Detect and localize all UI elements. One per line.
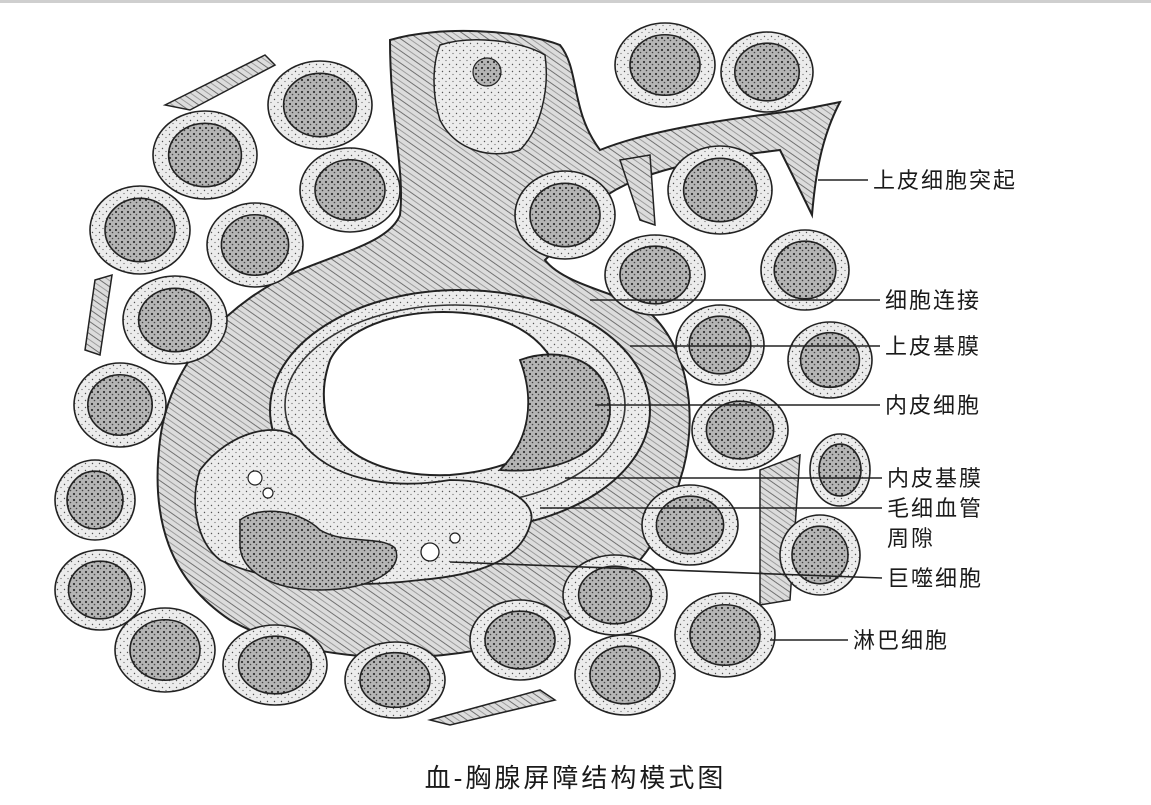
- lymphocyte-cell: [674, 592, 776, 678]
- lymphocyte-cell: [691, 389, 789, 471]
- lymphocyte-cell: [787, 321, 873, 399]
- lymphocyte-cell: [206, 202, 304, 288]
- macrophage-cell: [194, 429, 533, 591]
- lymphocyte-cell: [667, 145, 773, 235]
- label-epithelial-process-text: 上皮细胞突起: [873, 169, 1017, 194]
- lymphocyte-cell: [54, 549, 146, 631]
- lymphocyte-cell: [54, 459, 136, 541]
- lymphocyte-cell: [469, 599, 571, 681]
- top-border-line: [0, 0, 1151, 3]
- lymphocyte-cell: [641, 484, 739, 566]
- lymphocyte-cell: [299, 147, 401, 233]
- lymphocyte-cell: [222, 624, 328, 706]
- label-endothelial-basement-membrane: 内皮基膜: [565, 467, 983, 492]
- capillary: [269, 289, 651, 531]
- lymphocyte-cell: [514, 170, 616, 260]
- lymphocyte-cell: [344, 641, 446, 719]
- label-macrophage: 巨噬细胞: [449, 561, 983, 592]
- lymphocyte-cell: [604, 234, 706, 316]
- label-macrophage-text: 巨噬细胞: [887, 567, 983, 592]
- lymphocyte-cell: [89, 185, 191, 275]
- lymphocyte-cell: [73, 362, 167, 448]
- lymphocyte-cell: [574, 634, 676, 716]
- label-pericapillary-space-line1: 毛细血管: [887, 497, 983, 522]
- label-epithelial-basement-membrane-text: 上皮基膜: [885, 335, 981, 360]
- lymphocyte-cell: [267, 60, 373, 150]
- lymphocyte-cell: [809, 433, 871, 507]
- lymphocyte-cell: [122, 275, 228, 365]
- figure-caption: 血-胸腺屏障结构模式图: [424, 764, 727, 794]
- label-endothelial-cell: 内皮细胞: [595, 394, 981, 419]
- label-endothelial-basement-membrane-text: 内皮基膜: [887, 467, 983, 492]
- label-cell-junction-text: 细胞连接: [885, 289, 981, 314]
- lymphocyte-cell: [675, 304, 765, 386]
- label-endothelial-cell-text: 内皮细胞: [885, 394, 981, 419]
- label-epithelial-process: 上皮细胞突起: [818, 169, 1017, 194]
- label-pericapillary-space-line2: 周隙: [887, 527, 935, 552]
- label-lymphocyte: 淋巴细胞: [770, 629, 949, 654]
- lymphocyte-cell: [114, 607, 216, 693]
- lymphocyte-group: [54, 22, 873, 719]
- lymphocyte-cell: [720, 31, 814, 113]
- label-lymphocyte-text: 淋巴细胞: [853, 629, 949, 654]
- label-pericapillary-space: 毛细血管 周隙: [540, 497, 983, 552]
- lymphocyte-cell: [152, 110, 258, 200]
- lymphocyte-cell: [614, 22, 716, 108]
- label-epithelial-basement-membrane: 上皮基膜: [630, 335, 981, 360]
- label-cell-junction: 细胞连接: [590, 289, 981, 314]
- lymphocyte-cell: [779, 514, 861, 596]
- lymphocyte-cell: [760, 229, 850, 311]
- lymphocyte-cell: [562, 554, 668, 636]
